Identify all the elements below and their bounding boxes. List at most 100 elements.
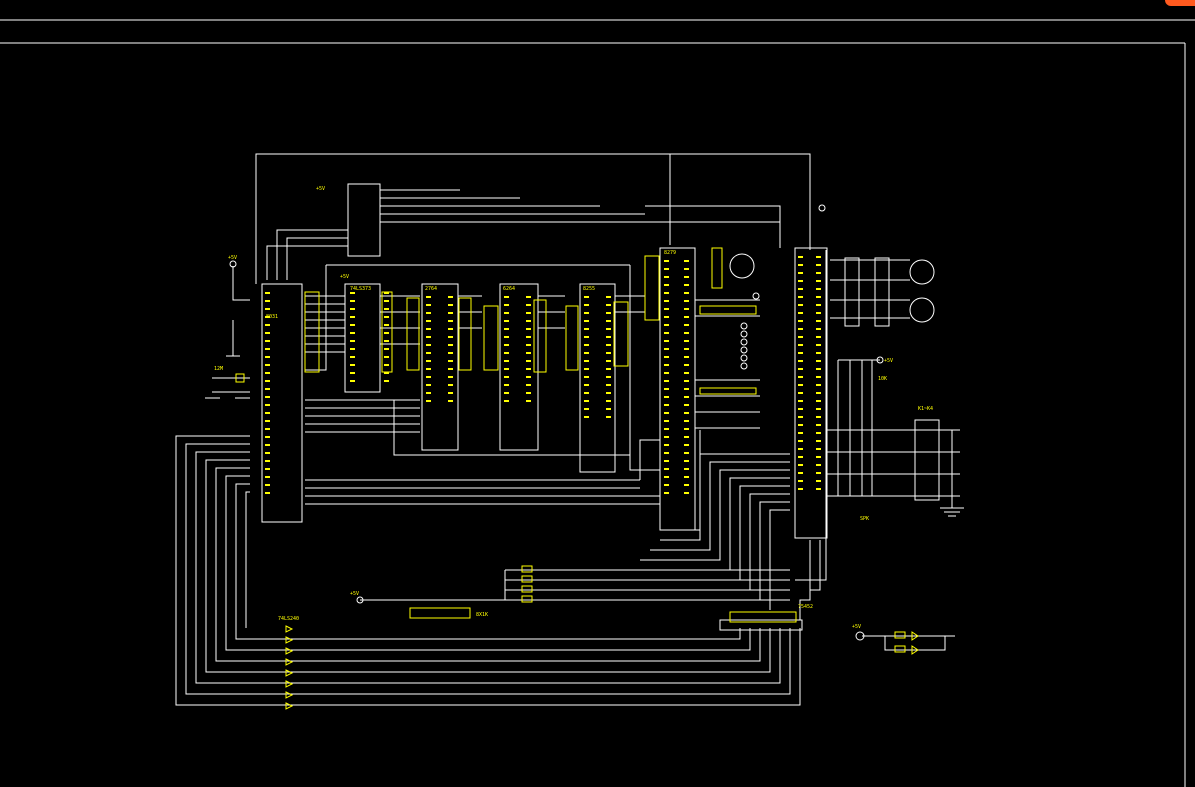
pin-mark bbox=[684, 348, 689, 350]
pin-mark bbox=[426, 312, 431, 314]
pin-mark bbox=[265, 484, 270, 486]
pin-mark bbox=[684, 364, 689, 366]
pin-mark bbox=[265, 332, 270, 334]
terminal-icon bbox=[855, 631, 865, 641]
pin-mark bbox=[384, 356, 389, 358]
symbols bbox=[229, 204, 935, 641]
relay-array bbox=[914, 419, 940, 501]
motor-icon bbox=[909, 297, 935, 323]
pin-mark bbox=[816, 432, 821, 434]
pin-mark bbox=[684, 492, 689, 494]
pin-mark bbox=[265, 396, 270, 398]
pin-mark bbox=[384, 364, 389, 366]
pin-mark bbox=[526, 296, 531, 298]
pin-mark bbox=[816, 400, 821, 402]
ic-8255 bbox=[579, 283, 616, 473]
pin-mark bbox=[664, 476, 669, 478]
pin-mark bbox=[265, 436, 270, 438]
pin-mark bbox=[526, 336, 531, 338]
pin-mark bbox=[504, 336, 509, 338]
pin-mark bbox=[504, 328, 509, 330]
pin-mark bbox=[584, 296, 589, 298]
pin-mark bbox=[684, 276, 689, 278]
pin-mark bbox=[684, 308, 689, 310]
label-supply-bottom: +5V bbox=[350, 591, 359, 597]
pin-mark bbox=[664, 460, 669, 462]
pin-mark bbox=[504, 384, 509, 386]
pin-mark bbox=[816, 408, 821, 410]
diode-column bbox=[285, 625, 919, 710]
pin-mark bbox=[606, 304, 611, 306]
label-speaker: SPK bbox=[860, 516, 869, 522]
pin-mark bbox=[350, 372, 355, 374]
pin-mark bbox=[684, 340, 689, 342]
pin-mark bbox=[664, 316, 669, 318]
pin-mark bbox=[426, 392, 431, 394]
pin-mark bbox=[265, 412, 270, 414]
pin-mark bbox=[606, 344, 611, 346]
pin-mark bbox=[350, 340, 355, 342]
pin-mark bbox=[684, 484, 689, 486]
pin-mark bbox=[584, 392, 589, 394]
pin-mark bbox=[798, 416, 803, 418]
pin-stubs bbox=[235, 247, 906, 653]
wiring bbox=[175, 153, 964, 706]
pin-mark bbox=[265, 348, 270, 350]
pin-mark bbox=[816, 304, 821, 306]
pin-mark bbox=[265, 300, 270, 302]
terminal-icon bbox=[229, 260, 237, 268]
pin-mark bbox=[684, 388, 689, 390]
pin-mark bbox=[350, 380, 355, 382]
pin-mark bbox=[606, 296, 611, 298]
pin-mark bbox=[798, 320, 803, 322]
pin-mark bbox=[265, 380, 270, 382]
pin-mark bbox=[664, 444, 669, 446]
pin-mark bbox=[606, 352, 611, 354]
pin-mark bbox=[664, 340, 669, 342]
pin-mark bbox=[798, 456, 803, 458]
pin-mark bbox=[350, 364, 355, 366]
pin-mark bbox=[606, 328, 611, 330]
pin-mark bbox=[584, 336, 589, 338]
pin-mark bbox=[816, 288, 821, 290]
pin-mark bbox=[664, 284, 669, 286]
pin-mark bbox=[426, 384, 431, 386]
pin-mark bbox=[504, 320, 509, 322]
pin-mark bbox=[798, 424, 803, 426]
pin-mark bbox=[664, 468, 669, 470]
pin-mark bbox=[816, 256, 821, 258]
pin-mark bbox=[265, 428, 270, 430]
pin-mark bbox=[448, 384, 453, 386]
window-corner-accent bbox=[1165, 0, 1195, 6]
pin-mark bbox=[584, 360, 589, 362]
label-ic-latch: 74LS373 bbox=[350, 286, 371, 292]
pin-mark bbox=[664, 324, 669, 326]
pin-mark bbox=[816, 296, 821, 298]
pin-mark bbox=[384, 300, 389, 302]
pin-mark bbox=[684, 260, 689, 262]
pin-mark bbox=[798, 272, 803, 274]
pin-mark bbox=[584, 368, 589, 370]
pin-mark bbox=[606, 384, 611, 386]
pin-mark bbox=[350, 292, 355, 294]
pin-mark bbox=[664, 404, 669, 406]
pin-mark bbox=[664, 492, 669, 494]
pin-mark bbox=[265, 460, 270, 462]
pin-mark bbox=[584, 376, 589, 378]
pin-mark bbox=[384, 324, 389, 326]
pin-mark bbox=[684, 396, 689, 398]
terminal-icon bbox=[752, 292, 760, 300]
pin-mark bbox=[584, 384, 589, 386]
pin-mark bbox=[265, 452, 270, 454]
pin-mark bbox=[816, 344, 821, 346]
label-supply-top: +5V bbox=[316, 186, 325, 192]
terminal-icon bbox=[356, 596, 364, 604]
pin-mark bbox=[448, 320, 453, 322]
label-ic-eprom: 2764 bbox=[425, 286, 437, 292]
pin-mark bbox=[664, 308, 669, 310]
schematic-labels: +5V +5V +5V +5V +5V +5V 8031 74LS373 276… bbox=[214, 186, 933, 630]
pin-mark bbox=[584, 352, 589, 354]
pin-mark bbox=[816, 280, 821, 282]
ic-8031 bbox=[261, 283, 303, 523]
pin-mark bbox=[798, 256, 803, 258]
